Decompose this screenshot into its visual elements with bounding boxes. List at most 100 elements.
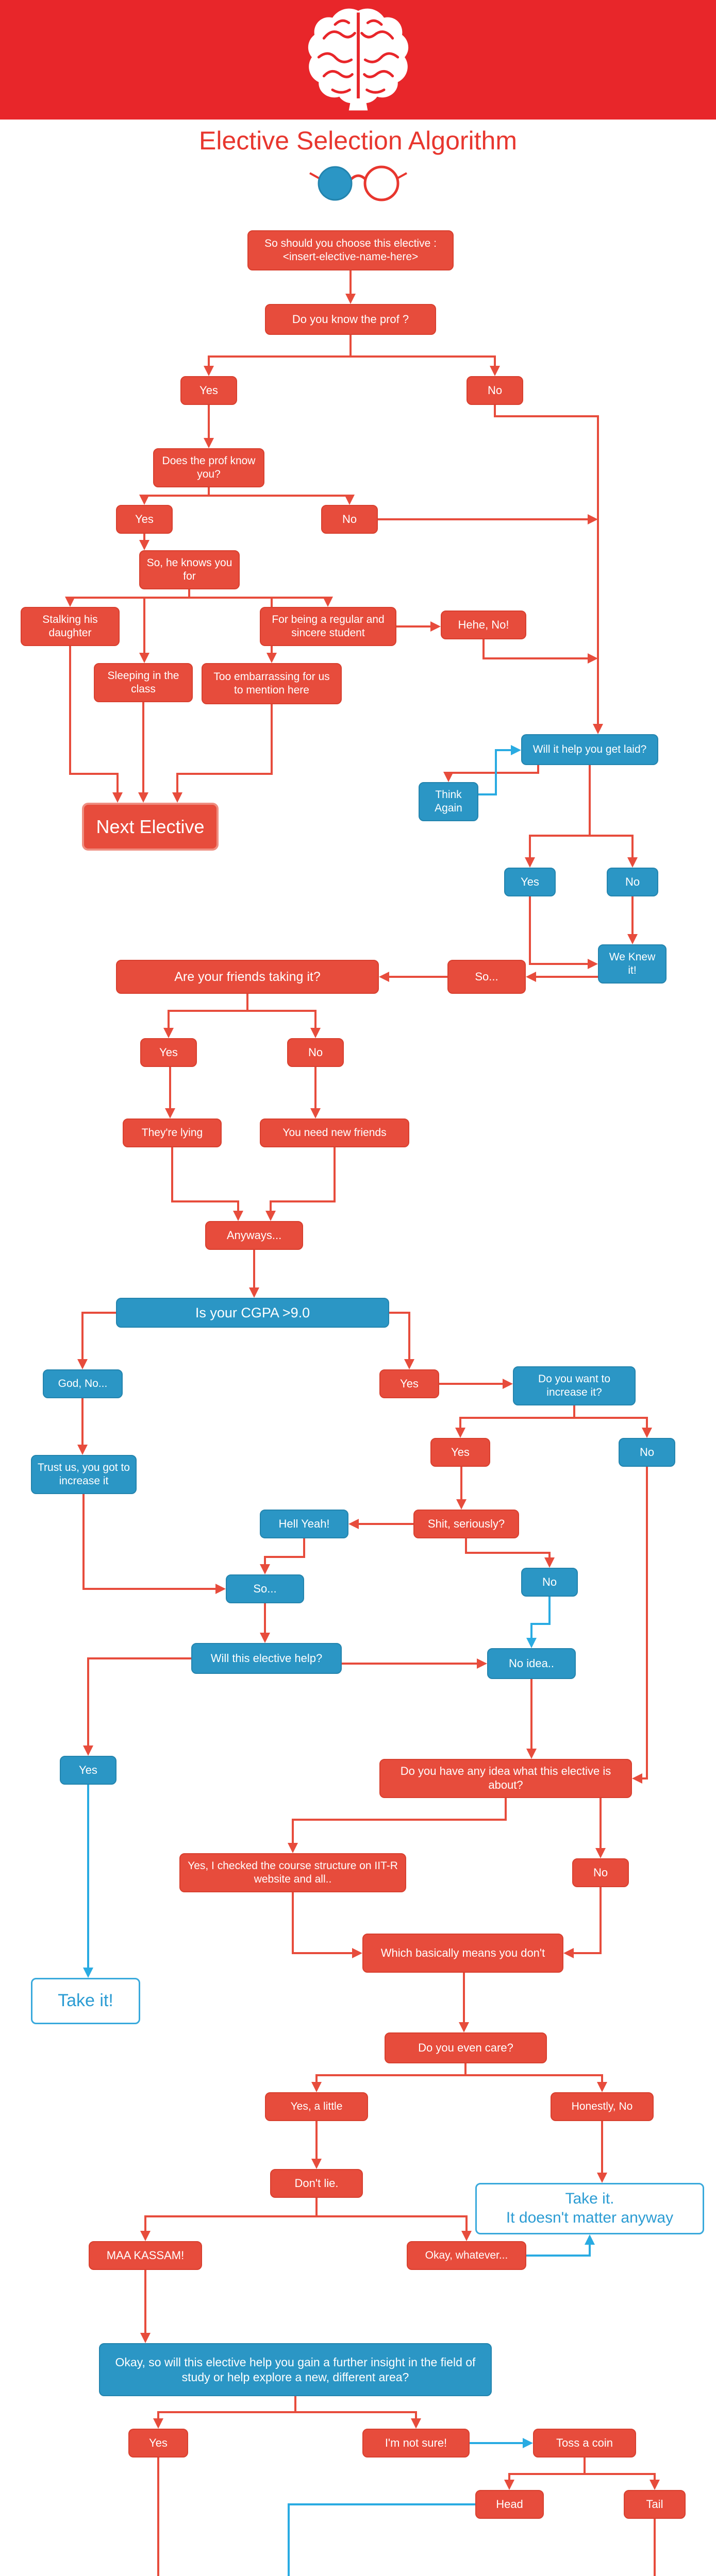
- node-hell-yeah: Hell Yeah!: [260, 1510, 348, 1538]
- node-head: Head: [475, 2490, 544, 2519]
- node-tail: Tail: [624, 2490, 686, 2519]
- node-no5: No: [619, 1438, 675, 1467]
- edge-stalking-to-next-elective-1: [69, 646, 123, 803]
- edge-no1-to-get-laid: [494, 405, 603, 734]
- edge-no7-to-which-means: [563, 1887, 602, 1958]
- node-yes6: Yes: [430, 1438, 490, 1467]
- edge-hehe-to-get-laid-path: [482, 639, 598, 664]
- node-which-means: Which basically means you don't: [362, 1934, 563, 1973]
- edge-checked-to-which-means: [292, 1892, 362, 1958]
- node-take-it-2: Take it. It doesn't matter anyway: [475, 2183, 704, 2234]
- node-know-prof: Do you know the prof ?: [265, 304, 436, 335]
- node-lying: They're lying: [123, 1118, 222, 1147]
- node-knows-for: So, he knows you for: [139, 550, 240, 589]
- edge-knows-for-to-stalking: [65, 589, 190, 607]
- edge-know-prof-to-yes1: [204, 335, 352, 376]
- edge-lying-to-anyways: [171, 1147, 243, 1221]
- node-shit-seriously: Shit, seriously?: [413, 1510, 519, 1538]
- edge-embarrassing-to-next-elective-1: [172, 704, 273, 803]
- node-no7: No: [572, 1858, 629, 1887]
- node-stalking: Stalking his daughter: [21, 607, 120, 646]
- edge-dont-lie-to-maa-kassam: [140, 2198, 318, 2241]
- edge-dont-lie-to-okay-whatever: [315, 2198, 472, 2241]
- edge-friends-taking-to-yes4: [163, 994, 248, 1038]
- node-yes-little: Yes, a little: [265, 2092, 368, 2121]
- node-checked: Yes, I checked the course structure on I…: [179, 1853, 406, 1892]
- edge-no6-to-no-idea: [526, 1597, 551, 1648]
- edge-get-laid-to-no3: [589, 765, 638, 868]
- node-so2: So...: [226, 1574, 304, 1603]
- edge-know-prof-to-no1: [349, 335, 500, 376]
- node-so1: So...: [447, 960, 526, 994]
- node-yes7: Yes: [60, 1756, 116, 1785]
- edge-toss-coin-to-head: [504, 2458, 586, 2490]
- brain-icon: [308, 8, 408, 111]
- edge-care-to-yes-little: [311, 2063, 467, 2092]
- node-think-again: Think Again: [419, 782, 478, 821]
- node-embarrassing: Too embarrassing for us to mention here: [202, 663, 342, 704]
- edge-new-friends-to-anyways: [265, 1147, 336, 1221]
- edge-yes3-to-we-knew: [529, 896, 598, 969]
- node-we-knew: We Knew it!: [598, 944, 667, 984]
- node-start: So should you choose this elective : <in…: [247, 230, 454, 270]
- node-elective-help: Will this elective help?: [191, 1643, 342, 1674]
- node-new-friends: You need new friends: [260, 1118, 409, 1147]
- edge-care-to-honestly-no: [464, 2063, 607, 2092]
- edge-any-idea-to-checked: [288, 1798, 507, 1853]
- edge-increase-to-yes6: [455, 1405, 575, 1438]
- left-lens: [318, 166, 352, 201]
- edge-shit-seriously-to-no6: [465, 1538, 555, 1568]
- node-care: Do you even care?: [385, 2032, 547, 2063]
- node-dont-lie: Don't lie.: [270, 2169, 363, 2198]
- node-god-no: God, No...: [43, 1369, 123, 1398]
- edge-hell-yeah-to-so2: [260, 1538, 305, 1574]
- edge-big-question-to-not-sure: [294, 2396, 421, 2429]
- node-no-idea: No idea..: [487, 1648, 576, 1679]
- right-lens: [363, 165, 399, 201]
- node-sleeping: Sleeping in the class: [94, 663, 193, 702]
- node-regular: For being a regular and sincere student: [260, 607, 396, 646]
- page-title: Elective Selection Algorithm: [199, 126, 517, 155]
- node-next-elective-1: Next Elective: [82, 803, 219, 851]
- node-increase: Do you want to increase it?: [513, 1366, 636, 1405]
- node-big-question: Okay, so will this elective help you gai…: [99, 2343, 492, 2396]
- node-prof-know: Does the prof know you?: [153, 448, 264, 487]
- node-get-laid: Will it help you get laid?: [521, 734, 658, 765]
- edge-think-again-to-get-laid: [478, 745, 521, 795]
- node-no6: No: [521, 1568, 578, 1597]
- node-no3: No: [607, 868, 658, 896]
- edge-knows-for-to-regular: [188, 589, 333, 607]
- node-yes4: Yes: [140, 1038, 197, 1067]
- node-yes1: Yes: [180, 376, 237, 405]
- node-not-sure: I'm not sure!: [362, 2429, 470, 2458]
- node-yes3: Yes: [504, 868, 556, 896]
- edge-toss-coin-to-tail: [584, 2458, 660, 2490]
- edge-okay-whatever-to-take-it-2: [526, 2234, 595, 2257]
- edge-big-question-to-yes8: [153, 2396, 296, 2429]
- node-trust-us: Trust us, you got to increase it: [31, 1455, 137, 1494]
- edge-elective-help-to-yes7: [83, 1657, 191, 1756]
- node-yes8: Yes: [128, 2429, 188, 2458]
- node-okay-whatever: Okay, whatever...: [407, 2241, 526, 2270]
- node-hehe: Hehe, No!: [441, 611, 526, 639]
- edge-cgpa-to-god-no: [77, 1312, 116, 1369]
- edge-trust-us-to-so2: [82, 1494, 226, 1594]
- edge-get-laid-to-yes3: [525, 765, 591, 868]
- edge-get-laid-to-think-again: [443, 765, 539, 782]
- edge-increase-to-no5: [573, 1405, 652, 1438]
- node-maa-kassam: MAA KASSAM!: [89, 2241, 202, 2270]
- node-anyways: Anyways...: [205, 1221, 303, 1250]
- node-no1: No: [467, 376, 523, 405]
- node-cgpa: Is your CGPA >9.0: [116, 1298, 389, 1328]
- edge-prof-know-to-no2: [208, 487, 355, 505]
- node-no2: No: [321, 505, 378, 534]
- edge-no5-to-any-idea: [632, 1467, 648, 1784]
- node-yes2: Yes: [116, 505, 173, 534]
- node-take-it-1: Take it!: [31, 1978, 140, 2024]
- node-no4: No: [287, 1038, 344, 1067]
- edge-head-to-take-it-final: [288, 2503, 475, 2576]
- node-any-idea: Do you have any idea what this elective …: [379, 1759, 632, 1798]
- node-friends-taking: Are your friends taking it?: [116, 960, 379, 994]
